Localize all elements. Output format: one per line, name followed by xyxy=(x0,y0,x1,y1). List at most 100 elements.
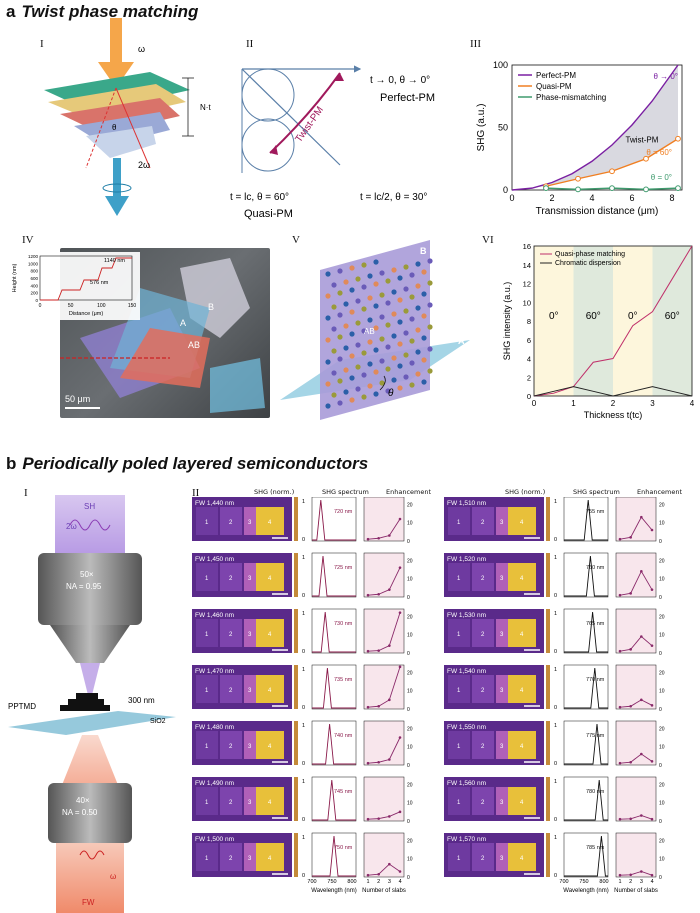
enhancement-tick: 0 xyxy=(659,763,662,769)
spectrum-line xyxy=(564,611,608,653)
data-point xyxy=(543,185,549,192)
colorbar-tick: 1 xyxy=(554,555,557,561)
enhancement-tick: 20 xyxy=(659,726,665,732)
x-axis-label: Thickness t(tc) xyxy=(584,410,643,420)
slab-number: 3 xyxy=(248,520,252,526)
slab-4 xyxy=(508,731,536,759)
lattice-atom xyxy=(385,278,391,284)
slab-number: 2 xyxy=(229,576,233,582)
spectrum-line xyxy=(564,667,608,709)
slab-4 xyxy=(256,731,284,759)
spectrum-line xyxy=(312,667,356,709)
lattice-atom xyxy=(427,368,433,374)
enhancement-tick: 20 xyxy=(407,726,413,732)
inset-y-tick: 1200 xyxy=(28,254,39,259)
enhancement-point xyxy=(398,611,402,614)
slab-number: 2 xyxy=(481,800,485,806)
section-letter: b xyxy=(6,454,17,473)
enhancement-tick: 0 xyxy=(659,875,662,881)
lattice-atom xyxy=(361,394,367,400)
slab-tick: 1 xyxy=(366,879,369,885)
spectrum-line xyxy=(564,835,608,877)
lattice-atom xyxy=(379,314,385,320)
spectrum-line xyxy=(312,499,356,541)
slab-2 xyxy=(220,507,242,535)
slab-4 xyxy=(256,787,284,815)
section-title-text: Twist phase matching xyxy=(21,2,199,21)
slab-number: 2 xyxy=(481,744,485,750)
data-point xyxy=(643,186,649,193)
lattice-atom xyxy=(373,391,379,397)
slab-1 xyxy=(196,787,218,815)
inset-y-label: Height (nm) xyxy=(12,263,18,292)
slab-2 xyxy=(220,675,242,703)
enhancement-tick: 20 xyxy=(407,838,413,844)
slab-tick: 3 xyxy=(640,879,643,885)
plot-frame xyxy=(511,64,683,191)
enhancement-tick: 20 xyxy=(659,614,665,620)
objective1-na: NA = 0.95 xyxy=(66,582,102,591)
inset-x-label: Distance (μm) xyxy=(69,311,104,317)
header-spectrum: SHG spectrum xyxy=(573,488,620,496)
enhancement-line xyxy=(619,516,653,540)
enhancement-point xyxy=(618,537,622,541)
enhancement-point xyxy=(640,752,643,756)
lattice-atom xyxy=(415,283,421,289)
enhancement-point xyxy=(366,593,370,597)
lattice-atom xyxy=(349,309,355,315)
fw-label: FW 1,510 nm xyxy=(447,500,486,507)
slab-3 xyxy=(496,563,508,591)
quasi-pm-label: Quasi-PM xyxy=(244,208,293,220)
enhancement-tick: 20 xyxy=(407,670,413,676)
slab-3 xyxy=(496,675,508,703)
wavelength-tick: 800 xyxy=(347,879,356,885)
height-annotation-2: 576 nm xyxy=(90,280,109,286)
enhancement-point xyxy=(640,698,643,702)
slab-number: 4 xyxy=(520,688,524,694)
lattice-atom xyxy=(385,388,391,394)
lattice-atom xyxy=(349,287,355,293)
enhancement-line xyxy=(367,612,401,652)
layer-b-label: B xyxy=(420,246,427,256)
lattice-atom xyxy=(361,262,367,268)
twist-angle-label: θ xyxy=(388,388,394,399)
slab-4 xyxy=(256,563,284,591)
enhancement-frame xyxy=(363,497,405,542)
slab-4 xyxy=(256,675,284,703)
colorbar-tick: 1 xyxy=(554,779,557,785)
band-angle-label: 0° xyxy=(628,311,638,322)
slab-1 xyxy=(448,843,470,871)
colorbar-tick: 1 xyxy=(302,723,305,729)
sio2-label: SiO2 xyxy=(150,718,166,725)
fw-label: FW 1,550 nm xyxy=(447,724,486,731)
nt-label: N·t xyxy=(200,103,211,112)
enhancement-line xyxy=(619,871,653,876)
annotation: θ → 0° xyxy=(653,72,678,81)
colorbar-tick: 1 xyxy=(554,723,557,729)
lattice-atom xyxy=(373,281,379,287)
lattice-atom xyxy=(415,371,421,377)
slab-4 xyxy=(256,619,284,647)
enhancement-tick: 0 xyxy=(407,651,410,657)
enhancement-line xyxy=(367,567,401,596)
enhancement-point xyxy=(388,862,391,866)
inset-x-tick: 100 xyxy=(97,303,106,309)
colorbar xyxy=(546,497,550,541)
enhancement-point xyxy=(398,566,402,569)
enhancement-tick: 20 xyxy=(659,670,665,676)
lattice-atom xyxy=(403,308,409,314)
slab-number: 3 xyxy=(248,800,252,806)
sh-label: SH xyxy=(84,502,95,511)
enhancement-point xyxy=(366,817,370,821)
lattice-atom xyxy=(349,397,355,403)
slab-number: 4 xyxy=(268,800,272,806)
slab-2 xyxy=(220,843,242,871)
colorbar-tick: 0 xyxy=(554,537,557,543)
enhancement-line xyxy=(619,635,653,652)
slab-number: 1 xyxy=(457,856,461,862)
enhancement-tick: 0 xyxy=(659,539,662,545)
slab-tick: 1 xyxy=(618,879,621,885)
colorbar-tick: 0 xyxy=(554,817,557,823)
lattice-atom xyxy=(379,358,385,364)
